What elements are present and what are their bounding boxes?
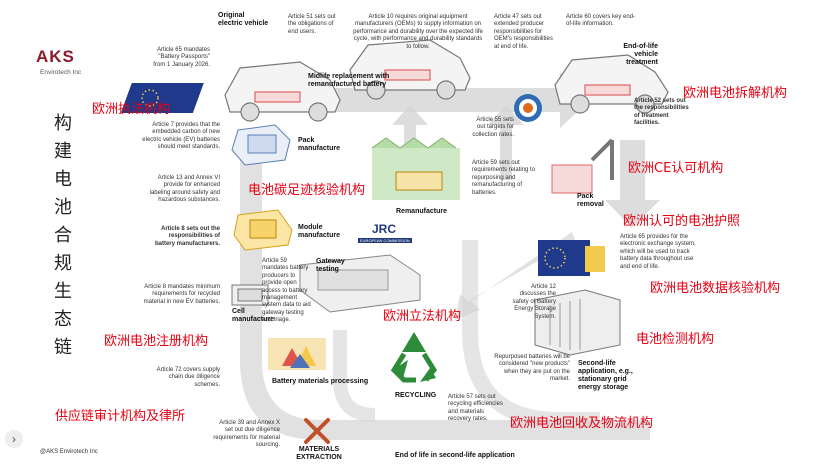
jrc-sub: EUROPEAN COMMISSION	[358, 238, 412, 243]
materials-graphic	[268, 338, 326, 370]
article-65-passport: Article 65 mandates "Battery Passports" …	[153, 47, 210, 68]
vertical-title-char: 池	[54, 197, 72, 218]
article-55: Article 55 sets out targets for collecti…	[472, 117, 514, 138]
stage-end-of-life-second: End of life in second-life application	[395, 452, 515, 459]
eu-passport-graphic	[120, 83, 204, 113]
vertical-title-char: 生	[54, 281, 72, 302]
label-ce: 欧洲CE认可机构	[628, 161, 724, 176]
remanufacture-graphic	[371, 137, 460, 200]
vertical-title-char: 规	[54, 253, 72, 274]
stage-gateway-testing: Gateway testing	[316, 258, 345, 273]
next-slide-button[interactable]: ›	[5, 430, 23, 448]
stage-midlife: Midlife replacement with remanufactured …	[308, 73, 390, 88]
company-logo: AKS Envirotech Inc	[30, 44, 100, 86]
label-data: 欧洲电池数据核验机构	[650, 281, 781, 296]
vertical-title-char: 建	[54, 141, 72, 162]
stage-original-vehicle: Original electric vehicle	[218, 12, 269, 27]
article-8-responsibilities: Article 8 sets out the responsibilities …	[154, 226, 220, 247]
stage-battery-materials: Battery materials processing	[272, 378, 369, 385]
vertical-title-char: 电	[54, 169, 72, 190]
stage-second-life: Second-life application, e.g., stationar…	[578, 360, 633, 391]
article-60: Article 60 covers key end-of-life inform…	[566, 14, 636, 28]
vertical-title-char: 合	[54, 225, 72, 246]
stage-eol-vehicle: End-of-life vehicle treatment	[623, 43, 658, 66]
article-12: Article 12 discusses the safety of Batte…	[512, 284, 556, 320]
article-65-exchange: Article 65 provides for the electronic e…	[620, 234, 696, 270]
target-graphic	[514, 94, 542, 122]
vertical-title-char: 链	[54, 337, 72, 358]
article-47: Article 47 sets out extended producer re…	[494, 14, 553, 50]
pickaxe-graphic	[304, 418, 330, 444]
repurposed-note: Repurposed batteries will be considered …	[494, 354, 570, 383]
label-testing: 电池检测机构	[636, 332, 715, 347]
article-57: Article 57 sets out recycling efficienci…	[448, 394, 503, 423]
jrc-logo: JRC EUROPEAN COMMISSION	[358, 222, 412, 246]
article-7: Article 7 provides that the embedded car…	[142, 122, 220, 151]
gateway-graphic	[299, 254, 421, 313]
stage-remanufacture: Remanufacture	[396, 208, 447, 215]
logo-name: AKS	[36, 47, 75, 66]
article-72: Article 72 covers supply chain due dilig…	[156, 367, 220, 388]
label-legislation: 欧洲立法机构	[383, 309, 462, 324]
article-52: Article 52 sets out the responsibilities…	[634, 98, 689, 127]
article-13: Article 13 and Annex VI provide for enha…	[149, 175, 220, 204]
article-10: Article 10 requires original equipment m…	[353, 14, 483, 50]
vertical-title-char: 态	[54, 309, 72, 330]
stage-materials-extraction: MATERIALS EXTRACTION	[296, 446, 342, 461]
footer-copyright: @AKS Envirotech Inc	[40, 449, 98, 455]
label-enforcement: 欧洲执法机构	[92, 102, 171, 117]
chevron-right-icon: ›	[12, 432, 16, 446]
label-dismantling: 欧洲电池拆解机构	[683, 86, 788, 101]
pack-removal-graphic	[551, 138, 614, 194]
vertical-title: 构 建 电 池 合 规 生 态 链	[52, 110, 74, 362]
label-supply-chain: 供应链审计机构及律所	[55, 409, 186, 424]
cell-graphic	[231, 284, 269, 306]
article-59-gateway: Article 59 mandates battery producers to…	[262, 258, 311, 324]
car-midlife	[349, 39, 471, 100]
article-51: Article 51 sets out the obligations of e…	[288, 14, 336, 35]
label-passport: 欧洲认可的电池护照	[623, 214, 741, 229]
jrc-main: JRC	[372, 222, 397, 236]
article-39: Article 39 and Annex X set out due dilig…	[213, 420, 280, 449]
stage-cell-manufacture: Cell manufacture	[232, 308, 275, 323]
eu-exchange-graphic	[538, 240, 605, 276]
vertical-title-char: 构	[54, 113, 72, 134]
stage-recycling: RECYCLING	[395, 392, 437, 399]
car-original	[224, 61, 341, 122]
stage-module-manufacture: Module manufacture	[298, 224, 341, 239]
recycling-graphic	[390, 332, 438, 383]
label-registration: 欧洲电池注册机构	[104, 334, 209, 349]
storage-graphic	[534, 289, 621, 356]
stage-pack-manufacture: Pack manufacture	[298, 137, 341, 152]
label-carbon: 电池碳足迹核验机构	[248, 183, 366, 198]
module-graphic	[233, 209, 293, 251]
article-59-remanufacture: Article 59 sets out requirements relatin…	[472, 160, 536, 196]
pack-graphic	[231, 124, 291, 166]
article-8-recycled: Article 8 mandates minimum requirements …	[143, 284, 220, 305]
logo-subtitle: Envirotech Inc	[40, 69, 82, 76]
label-recycling-logistics: 欧洲电池回收及物流机构	[510, 416, 654, 431]
car-eol	[554, 54, 669, 114]
stage-pack-removal: Pack removal	[577, 193, 604, 208]
